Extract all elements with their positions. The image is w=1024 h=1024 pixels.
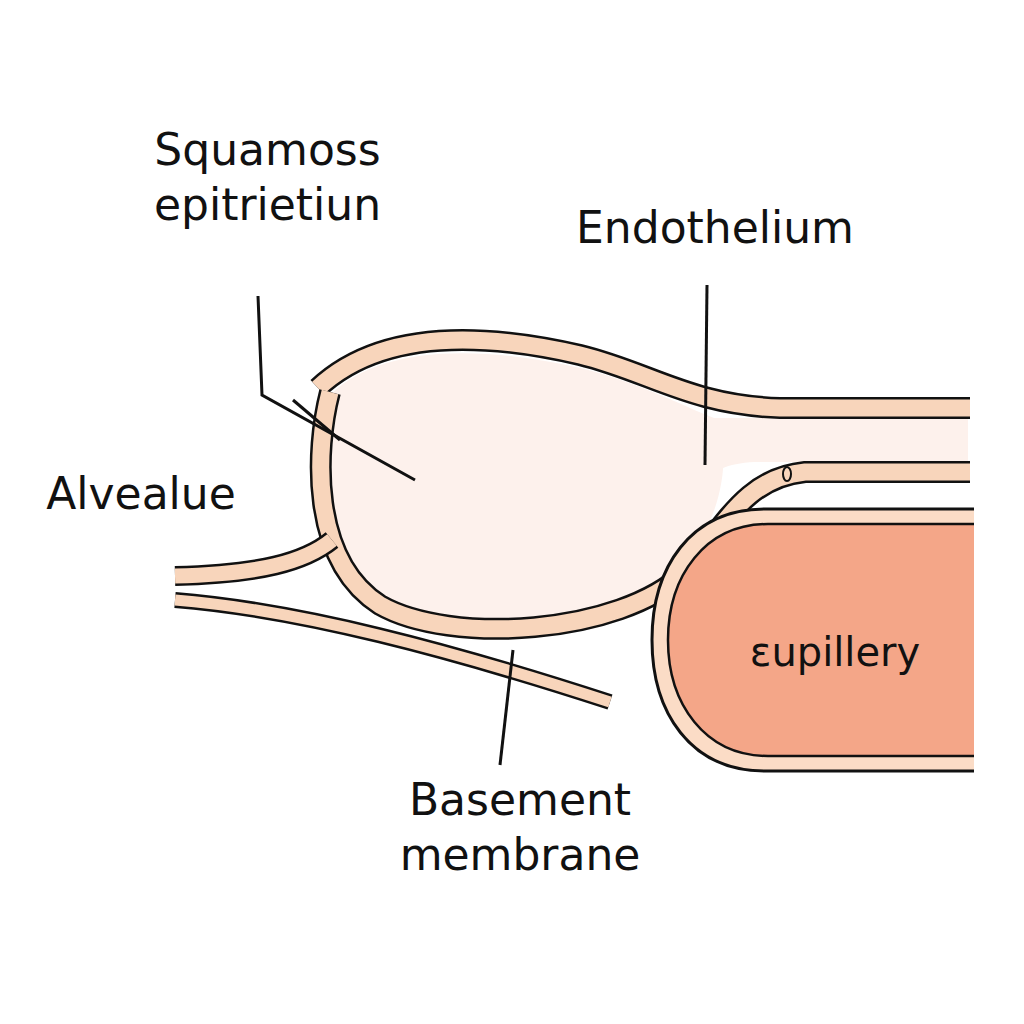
leader-line [258,296,415,480]
septum [175,540,332,576]
membrane-band-outline [175,600,610,702]
capillary-wall [652,509,974,771]
part-label: Alvealue [6,466,276,521]
part-label: Endothelium [555,200,875,255]
upper-wall [318,340,970,408]
membrane-band [175,600,610,702]
leader-line [500,650,513,765]
capillary: ɛupillery [650,506,974,774]
leader-line [705,285,707,465]
leader-line [293,400,340,440]
part-label: Basement membrane [330,772,710,882]
septum-outline [175,540,332,576]
capillary-lumen [668,524,974,756]
upper-wall-outline [318,340,970,408]
capillary-label: ɛupillery [750,629,920,675]
part-label: Squamoss epitrietiun [95,122,440,232]
small-mark [783,467,791,481]
